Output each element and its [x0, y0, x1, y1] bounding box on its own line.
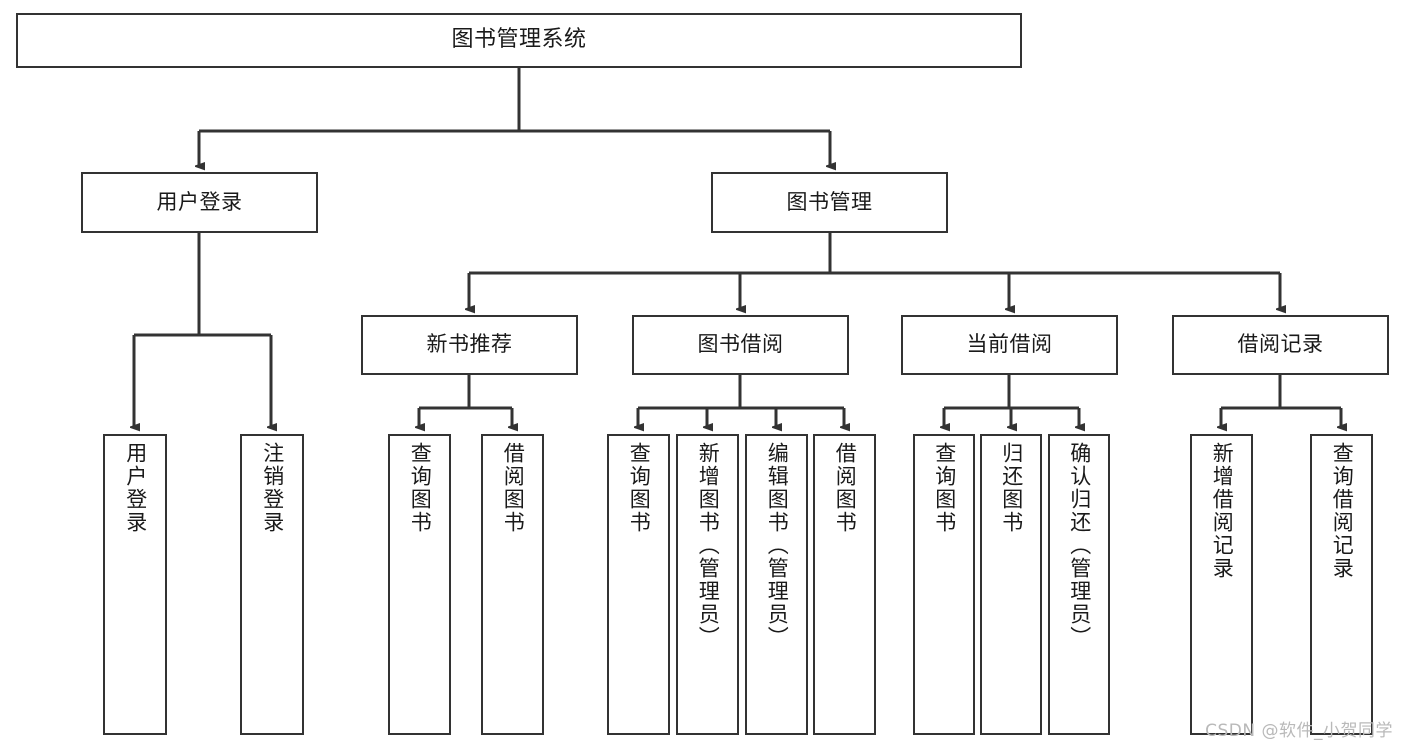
node-label: 用户登录 — [156, 189, 243, 214]
node-label: 查询借阅记录 — [1330, 442, 1355, 580]
node-label: 借阅记录 — [1237, 332, 1324, 357]
leaf-recommend-borrow-book[interactable]: 借阅图书 — [481, 434, 544, 735]
leaf-recommend-query-book[interactable]: 查询图书 — [388, 434, 451, 735]
node-label: 新书推荐 — [426, 332, 513, 357]
leaf-current-return-book[interactable]: 归还图书 — [980, 434, 1042, 735]
leaf-current-query-book[interactable]: 查询图书 — [913, 434, 975, 735]
node-label: 编辑图书（管理员） — [765, 442, 790, 649]
node-label: 归还图书 — [999, 442, 1024, 534]
node-label: 新增借阅记录 — [1210, 442, 1235, 580]
node-label: 新增图书（管理员） — [696, 442, 721, 649]
leaf-current-confirm-return-admin[interactable]: 确认归还（管理员） — [1048, 434, 1110, 735]
node-book-borrow[interactable]: 图书借阅 — [632, 315, 849, 375]
leaf-borrow-query-book[interactable]: 查询图书 — [607, 434, 670, 735]
node-root-system[interactable]: 图书管理系统 — [16, 13, 1022, 68]
node-borrow-records[interactable]: 借阅记录 — [1172, 315, 1389, 375]
node-current-borrow[interactable]: 当前借阅 — [901, 315, 1118, 375]
node-label: 借阅图书 — [501, 442, 526, 534]
node-user-login[interactable]: 用户登录 — [81, 172, 318, 233]
node-label: 图书管理 — [786, 189, 873, 214]
leaf-user-login-login[interactable]: 用户登录 — [103, 434, 167, 735]
leaf-borrow-add-book-admin[interactable]: 新增图书（管理员） — [676, 434, 739, 735]
leaf-records-query-record[interactable]: 查询借阅记录 — [1310, 434, 1373, 735]
node-book-management[interactable]: 图书管理 — [711, 172, 948, 233]
node-label: 图书管理系统 — [451, 27, 587, 53]
leaf-user-login-logout[interactable]: 注销登录 — [240, 434, 304, 735]
node-label: 用户登录 — [123, 442, 148, 534]
node-label: 当前借阅 — [966, 332, 1053, 357]
leaf-borrow-borrow-book[interactable]: 借阅图书 — [813, 434, 876, 735]
leaf-borrow-edit-book-admin[interactable]: 编辑图书（管理员） — [745, 434, 808, 735]
node-label: 查询图书 — [408, 442, 433, 534]
node-label: 查询图书 — [627, 442, 652, 534]
node-label: 确认归还（管理员） — [1067, 442, 1092, 649]
node-label: 注销登录 — [260, 442, 285, 534]
node-label: 查询图书 — [932, 442, 957, 534]
node-label: 图书借阅 — [697, 332, 784, 357]
watermark-text: CSDN @软件_小贺同学 — [1205, 721, 1393, 741]
node-new-book-recommend[interactable]: 新书推荐 — [361, 315, 578, 375]
leaf-records-add-record[interactable]: 新增借阅记录 — [1190, 434, 1253, 735]
node-label: 借阅图书 — [833, 442, 858, 534]
